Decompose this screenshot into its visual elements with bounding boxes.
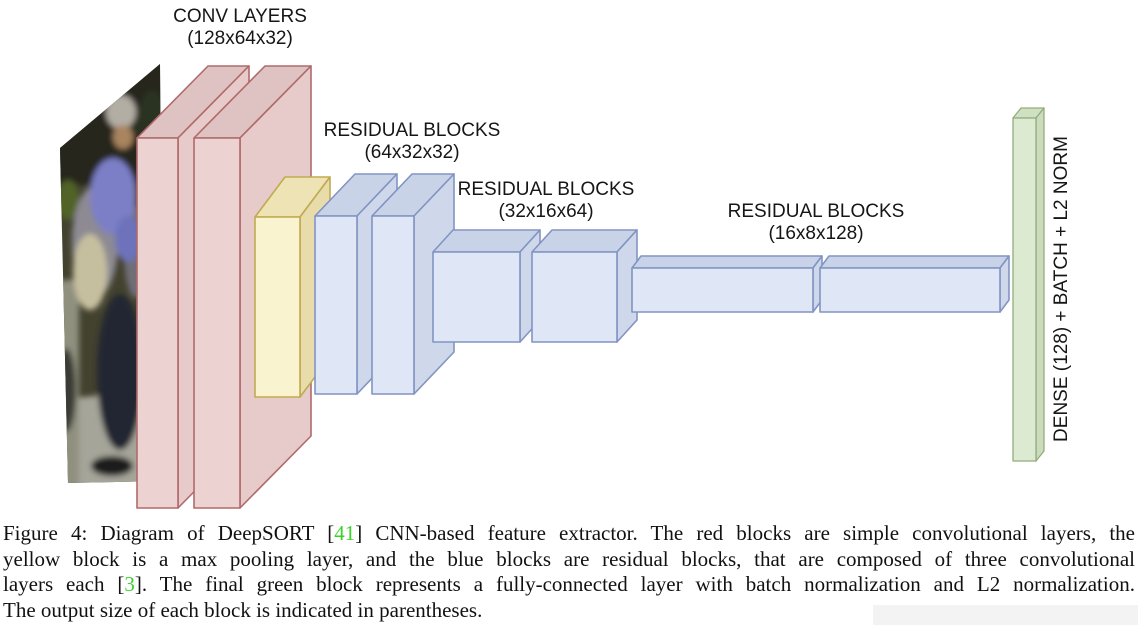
residual-block-3a [631,255,823,313]
highlight-artifact [873,605,1138,625]
label-residual-3-size: (16x8x128) [768,223,864,244]
caption-text: ]. The final green block represents a fu… [134,572,1135,597]
label-residual-1-name: RESIDUAL BLOCKS [323,120,501,141]
label-residual-3-name: RESIDUAL BLOCKS [727,201,905,222]
label-conv-layers-size: (128x64x32) [187,28,293,49]
label-conv-layers: CONV LAYERS (128x64x32) [173,6,307,50]
citation-link[interactable]: 3 [124,572,135,597]
dense-block [1012,107,1045,462]
citation-link[interactable]: 41 [334,521,356,545]
caption-line: yellow block is a max pooling layer, and… [3,547,1135,573]
label-residual-blocks-2: RESIDUAL BLOCKS (32x16x64) [458,179,635,223]
photo-person-head [106,95,136,129]
photo-person-scarf [90,158,136,234]
label-residual-2-name: RESIDUAL BLOCKS [457,179,635,200]
caption-line: The output size of each block is indicat… [3,598,1135,624]
caption-text: Figure 4: Diagram of DeepSORT [ [3,521,335,545]
caption-line: layers each [3]. The final green block r… [3,572,1135,598]
caption-text: ] CNN-based feature extractor. The red b… [355,521,1136,545]
label-conv-layers-name: CONV LAYERS [173,6,307,27]
residual-block-2b [531,229,638,343]
caption-text: The output size of each block is indicat… [3,597,483,622]
cnn-architecture-diagram [60,64,1045,509]
caption-text: yellow block is a max pooling layer, and… [3,546,1135,571]
label-residual-blocks-1: RESIDUAL BLOCKS (64x32x32) [324,120,501,164]
label-dense-layer: DENSE (128) + BATCH + L2 NORM [1051,136,1072,442]
label-residual-1-size: (64x32x32) [364,142,460,163]
caption-text: layers each [ [3,572,125,597]
figure-caption: Figure 4: Diagram of DeepSORT [41] CNN-b… [3,521,1135,623]
caption-line: Figure 4: Diagram of DeepSORT [41] CNN-b… [3,521,1135,547]
residual-block-2a [432,229,541,343]
label-residual-2-size: (32x16x64) [498,201,594,222]
residual-block-3b [819,255,1010,313]
label-residual-blocks-3: RESIDUAL BLOCKS (16x8x128) [728,201,905,245]
